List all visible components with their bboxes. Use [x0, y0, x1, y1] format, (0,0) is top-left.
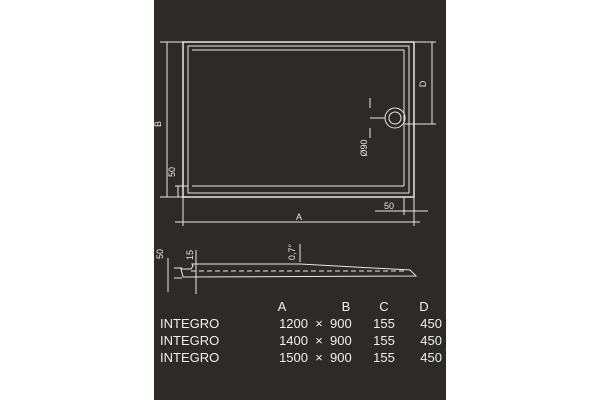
row-name: INTEGRO — [160, 333, 220, 348]
label-side-width: 50 — [384, 201, 394, 211]
drain-inner — [388, 111, 402, 125]
label-corner-height: 50 — [167, 167, 177, 177]
tray-inner — [187, 45, 410, 194]
label-a: A — [296, 212, 302, 222]
profile-outline — [180, 263, 418, 278]
row-a: 1400 — [279, 333, 308, 348]
drawing-panel — [154, 0, 446, 400]
header-name — [160, 298, 256, 315]
header-sep — [308, 298, 330, 315]
header-b: B — [341, 299, 351, 314]
header-d: D — [419, 299, 429, 314]
label-profile-rim: 15 — [185, 250, 195, 260]
row-c: 155 — [373, 333, 395, 348]
table-row: INTEGRO 1500 × 900 155 450 — [160, 349, 442, 366]
row-c: 155 — [373, 316, 395, 331]
row-d: 450 — [420, 350, 442, 365]
row-a: 1200 — [279, 316, 308, 331]
label-d: D — [418, 80, 428, 87]
row-b: 900 — [330, 333, 352, 348]
header-a: A — [277, 299, 287, 314]
row-d: 450 — [420, 316, 442, 331]
row-d: 450 — [420, 333, 442, 348]
row-name: INTEGRO — [160, 350, 220, 365]
spec-table-header: A B C D — [160, 298, 442, 315]
table-row: INTEGRO 1400 × 900 155 450 — [160, 332, 442, 349]
table-row: INTEGRO 1200 × 900 155 450 — [160, 315, 442, 332]
row-sep: × — [315, 316, 323, 331]
label-slope: 0,7° — [287, 244, 297, 261]
row-b: 900 — [330, 316, 352, 331]
header-c: C — [379, 299, 389, 314]
row-sep: × — [315, 350, 323, 365]
tray-outline — [182, 41, 415, 198]
drain-outer — [384, 107, 406, 129]
label-b: B — [153, 121, 163, 127]
row-c: 155 — [373, 350, 395, 365]
row-b: 900 — [330, 350, 352, 365]
row-name: INTEGRO — [160, 316, 220, 331]
label-profile-height: 50 — [155, 249, 165, 259]
row-sep: × — [315, 333, 323, 348]
row-a: 1500 — [279, 350, 308, 365]
label-drain-diameter: Ø90 — [359, 139, 369, 156]
spec-table: A B C D INTEGRO 1200 × 900 155 450 INTEG… — [160, 298, 442, 366]
